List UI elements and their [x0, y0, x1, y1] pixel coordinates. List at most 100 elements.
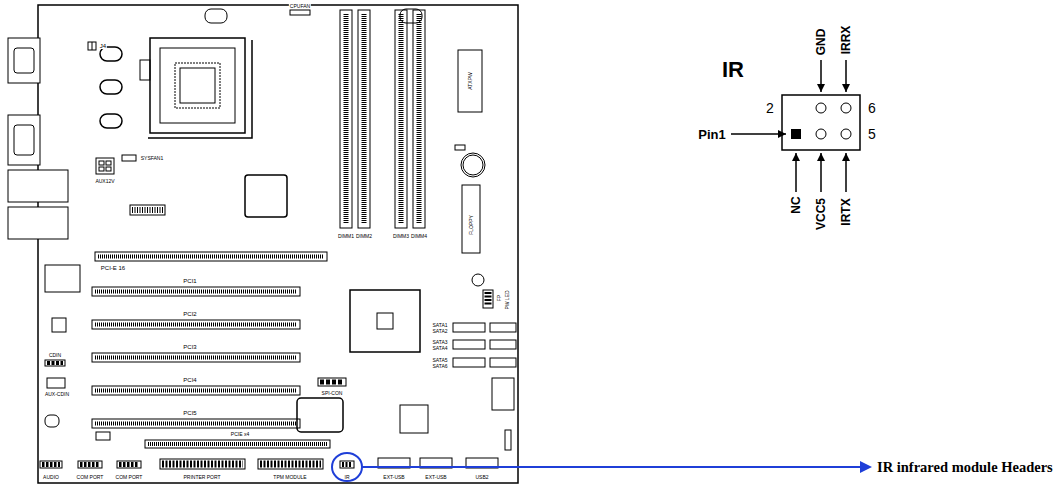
- audio-codec: [52, 318, 66, 332]
- lan-port: [8, 207, 68, 239]
- pci-slot: [92, 320, 300, 329]
- pin-circle: [816, 129, 826, 139]
- pin-name: IRTX: [840, 197, 852, 226]
- pin: [99, 161, 104, 165]
- connector-label: AUDIO: [42, 475, 60, 480]
- floppy-connector: [462, 185, 480, 253]
- connector-label: SATA6: [431, 364, 448, 369]
- callout-text: IR infrared module Headers: [876, 460, 1054, 475]
- header-pins: [260, 461, 321, 468]
- dimm-slot: [358, 10, 370, 228]
- pin-name: VCC5: [815, 197, 827, 231]
- jumper: [455, 145, 465, 150]
- socket-clip: [140, 60, 150, 80]
- sata-connectors: [453, 323, 516, 367]
- slot-pins: [344, 14, 349, 224]
- cpu-socket: [160, 48, 235, 123]
- spi-header: [318, 378, 346, 386]
- connector-label: PW LED: [505, 289, 510, 310]
- pin-arrow: [845, 60, 847, 92]
- slot-pins: [417, 14, 422, 224]
- pin-circle: [841, 129, 851, 139]
- fan-connector: [122, 155, 136, 161]
- board-outline: [38, 5, 518, 483]
- south-bridge: [377, 313, 393, 329]
- slot-pins: [399, 14, 404, 224]
- connector-label: AUX12V: [94, 179, 115, 184]
- serial-port: [14, 125, 34, 155]
- cd-in-connector: [45, 360, 65, 366]
- connector-label: PRINTER PORT: [182, 475, 221, 480]
- callout-arrowhead: [860, 461, 872, 473]
- callout-circle: [332, 453, 362, 481]
- slot-label: PCI-E 16: [100, 265, 126, 271]
- aux-in-connector: [47, 378, 65, 388]
- header-pins: [42, 462, 60, 467]
- connector-label: USB2: [474, 475, 489, 480]
- pin-arrow: [795, 153, 797, 192]
- slot-label: PCI4: [182, 377, 197, 383]
- header-pins: [80, 462, 100, 467]
- choke: [100, 47, 122, 61]
- cpu-socket: [180, 68, 215, 103]
- slot-label: PCIE x4: [230, 432, 250, 437]
- slot-pins: [98, 255, 324, 259]
- sata-connector: [490, 358, 516, 367]
- slot-pins: [148, 442, 327, 446]
- pin: [99, 167, 104, 171]
- pin-number: 5: [867, 127, 877, 141]
- chip-pins: [132, 207, 163, 213]
- chip: [400, 405, 428, 433]
- fan-connector: [290, 10, 310, 15]
- pin-callout: Pin1: [697, 128, 726, 141]
- pin-arrow: [820, 153, 822, 192]
- slot-label: PCI5: [182, 410, 197, 416]
- connector-label: IR: [344, 475, 351, 480]
- ir-header: [340, 461, 354, 468]
- pin-name: IRRX: [840, 25, 852, 56]
- power-connector: [96, 158, 114, 174]
- pin: [106, 161, 111, 165]
- connector-label: SATA5: [431, 358, 448, 363]
- connector-label: SATA3: [431, 340, 448, 345]
- sata-connector: [453, 358, 485, 367]
- sata-connector: [453, 340, 485, 349]
- connector-label: EXT-USB: [382, 475, 405, 480]
- slot-label: PCI2: [182, 311, 197, 317]
- pin-arrow: [731, 133, 786, 135]
- slot-pins: [95, 356, 297, 360]
- pin-square: [791, 129, 801, 139]
- slot-pins: [362, 14, 367, 224]
- cpu-socket: [150, 38, 245, 133]
- connector-label: FP: [497, 294, 502, 302]
- north-bridge: [245, 175, 287, 217]
- tpm-header: [258, 459, 323, 469]
- usb-port: [8, 170, 68, 202]
- buzzer: [472, 274, 484, 286]
- jumper: [505, 430, 511, 450]
- dimm-slot: [395, 10, 407, 228]
- pin-number: 2: [765, 101, 775, 115]
- connector-label: CPUFAN: [289, 4, 311, 9]
- jumper: [88, 42, 96, 50]
- choke: [100, 80, 122, 94]
- slot-label: DIMM1: [337, 234, 355, 239]
- jumper: [96, 432, 110, 440]
- dimm-slot: [340, 10, 352, 228]
- pin-number: 6: [867, 101, 877, 115]
- pin-name: NC: [790, 195, 802, 214]
- chip: [45, 265, 80, 292]
- header-pins: [47, 361, 63, 365]
- pci-slot: [92, 419, 300, 428]
- connector-label: SYSFAN1: [140, 156, 165, 161]
- slot-label: PCI1: [182, 278, 197, 284]
- capacitor: [205, 9, 227, 23]
- connector-label: CDIN: [48, 353, 62, 358]
- serial-port: [8, 115, 40, 165]
- connector-label: SATA4: [431, 346, 448, 351]
- memory-slots: [340, 10, 425, 228]
- header-pins: [342, 462, 352, 467]
- choke: [100, 114, 122, 128]
- connector-label: EXT-USB: [424, 475, 447, 480]
